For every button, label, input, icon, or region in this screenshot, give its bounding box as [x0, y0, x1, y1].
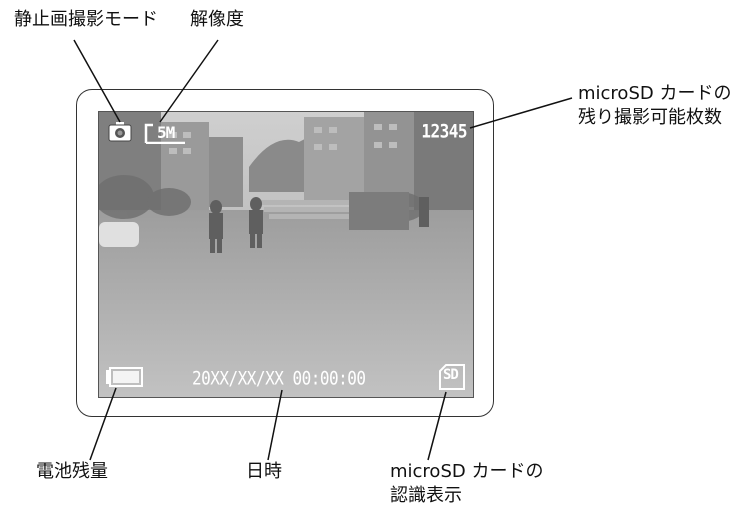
- remaining-shots-text-line1: microSD カードの: [578, 83, 732, 104]
- battery-level-text: 電池残量: [36, 461, 108, 482]
- sd-recognition-text-line1: microSD カードの: [390, 461, 544, 482]
- resolution-label: 解像度: [190, 8, 244, 32]
- remaining-shots-label: microSD カードの 残り撮影可能枚数: [578, 82, 731, 130]
- resolution-text: 解像度: [190, 9, 244, 30]
- resolution-indicator: 5M: [143, 122, 187, 144]
- datetime-label: 日時: [246, 460, 282, 484]
- still-mode-text: 静止画撮影モード: [14, 9, 158, 30]
- lcd-screen: 5M 12345 20XX/XX/XX 00:00:00 SD: [98, 111, 474, 398]
- battery-level-label: 電池残量: [36, 460, 108, 484]
- battery-icon: [106, 367, 143, 387]
- street-scene-photo: [99, 112, 473, 397]
- camera-icon: [108, 122, 132, 142]
- remaining-shots-text-line2: 残り撮影可能枚数: [578, 107, 722, 128]
- remaining-shots-count: 12345: [421, 120, 467, 142]
- datetime-text: 日時: [246, 461, 282, 482]
- sd-recognition-text-line2: 認識表示: [390, 485, 462, 506]
- sd-card-icon: SD: [439, 364, 465, 390]
- still-mode-label: 静止画撮影モード: [14, 8, 158, 32]
- resolution-value: 5M: [157, 123, 175, 142]
- sd-recognition-label: microSD カードの 認識表示: [390, 460, 543, 508]
- sd-card-outline-icon: [439, 364, 465, 390]
- resolution-bracket-icon: [144, 123, 185, 144]
- sd-card-label: SD: [443, 367, 459, 383]
- datetime-value: 20XX/XX/XX 00:00:00: [192, 367, 366, 389]
